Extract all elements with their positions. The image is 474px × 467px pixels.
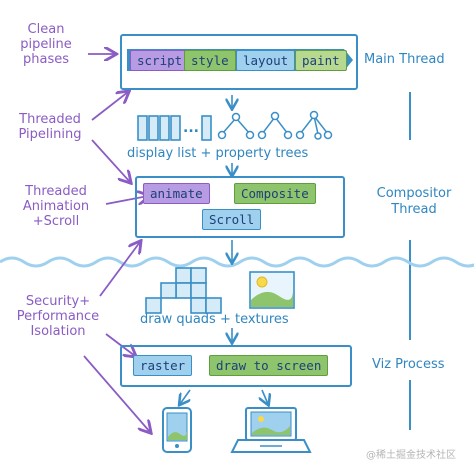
wavy-divider	[0, 256, 474, 268]
arrow-security-up	[99, 242, 140, 297]
clean-pipeline-line-3: phases	[22, 52, 69, 67]
main-thread-label: Main Thread	[364, 52, 445, 67]
compositor-label-line-1: Compositor	[376, 186, 452, 201]
security-label: Security+ Performance Isolation	[2, 294, 114, 339]
phase-layout: layout	[236, 50, 296, 71]
security-line-1: Security+	[25, 294, 91, 309]
security-line-2: Performance	[16, 309, 100, 324]
compositor-label-line-2: Thread	[391, 202, 437, 217]
clean-pipeline-label: Clean pipeline phases	[6, 22, 86, 67]
threaded-pipelining-line-1: Threaded	[19, 112, 81, 127]
phase-script: script	[130, 50, 190, 71]
compositor-thread-box	[135, 176, 345, 238]
threaded-animation-line-1: Threaded	[25, 184, 87, 199]
chip-composite: Composite	[234, 183, 316, 204]
arrow-pipelining-up	[91, 92, 128, 121]
threaded-pipelining-line-2: Pipelining	[18, 127, 82, 142]
watermark: @稀土掘金技术社区	[366, 450, 456, 461]
viz-process-box	[120, 345, 352, 387]
phase-style: style	[184, 50, 236, 71]
threaded-animation-label: Threaded Animation +Scroll	[8, 184, 104, 229]
threaded-animation-line-3: +Scroll	[32, 214, 80, 229]
main-thread-box	[120, 34, 358, 90]
display-list-dots: ...	[183, 120, 199, 136]
display-list-icon	[137, 115, 212, 141]
chip-animate: animate	[143, 183, 210, 204]
threaded-animation-line-2: Animation	[22, 199, 90, 214]
display-list-caption: display list + property trees	[127, 146, 309, 161]
threaded-pipelining-label: Threaded Pipelining	[8, 112, 92, 142]
arrow-pipelining-down	[91, 139, 130, 182]
chip-scroll: Scroll	[202, 209, 262, 230]
viz-process-label: Viz Process	[372, 357, 445, 372]
laptop-icon	[230, 407, 312, 453]
arrow-viz-to-laptop	[262, 389, 268, 404]
draw-caption: draw quads + textures	[140, 312, 289, 327]
clean-pipeline-line-2: pipeline	[20, 37, 72, 52]
arrow-security-down	[83, 355, 150, 432]
chip-draw-to-screen: draw to screen	[209, 355, 329, 376]
phase-paint: paint	[295, 50, 347, 71]
arrow-animation-to-compositor	[105, 196, 148, 204]
compositor-thread-label: Compositor Thread	[362, 186, 466, 218]
chip-raster: raster	[133, 355, 193, 376]
phone-icon	[162, 407, 192, 453]
security-line-3: Isolation	[30, 324, 86, 339]
property-trees-icon	[217, 110, 333, 140]
clean-pipeline-line-1: Clean	[27, 22, 65, 37]
texture-image-icon	[249, 271, 295, 309]
arrow-viz-to-phone	[180, 389, 190, 404]
draw-quads-icon	[145, 267, 222, 314]
